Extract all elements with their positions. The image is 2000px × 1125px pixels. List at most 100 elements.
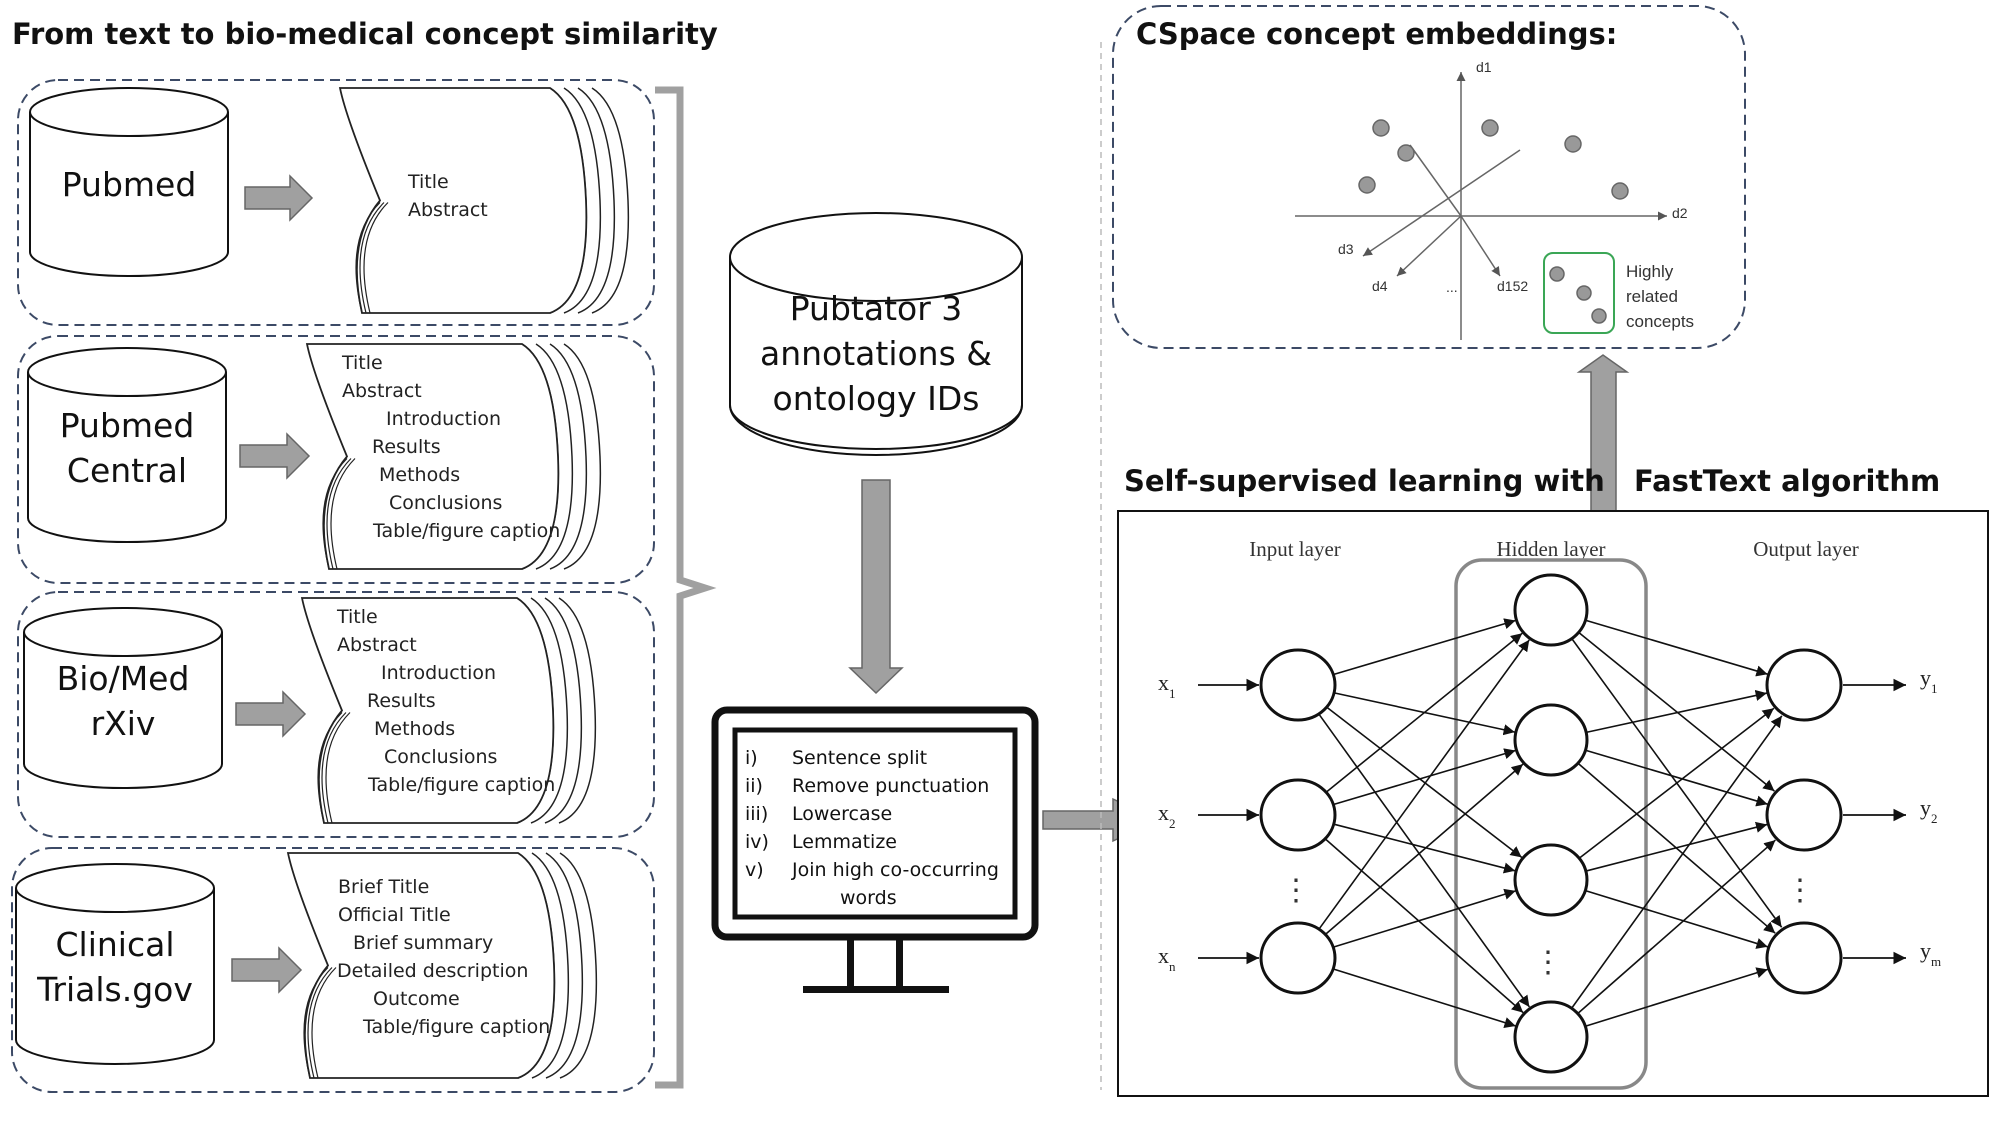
- source-arrow: [231, 946, 303, 994]
- pubtator-line-2: annotations &: [760, 334, 992, 373]
- connection: [1585, 821, 1768, 872]
- output-node: [1765, 921, 1843, 995]
- pubtator-database: Pubtator 3 annotations & ontology IDs: [729, 212, 1023, 456]
- document-icon: [338, 87, 630, 314]
- output-variable: y2: [1920, 795, 1938, 826]
- axis-d152: d152: [1497, 278, 1528, 294]
- output-variable: y1: [1920, 665, 1938, 696]
- document-field: Results: [372, 436, 441, 458]
- document-field: Title: [407, 171, 449, 193]
- connection: [1326, 706, 1523, 859]
- document-field: Abstract: [408, 199, 488, 221]
- hidden-node: [1513, 1000, 1589, 1074]
- embedding-point: [1564, 135, 1582, 153]
- axis-d4: d4: [1372, 278, 1388, 294]
- step-text: Remove punctuation: [792, 775, 989, 797]
- connection: [1579, 707, 1775, 859]
- embedding-point: [1372, 119, 1390, 137]
- down-arrow: [848, 479, 904, 695]
- input-layer-label: Input layer: [1249, 537, 1341, 561]
- axis-ellipsis: ...: [1446, 279, 1458, 295]
- source-panel: PubmedCentralTitleAbstractIntroductionRe…: [17, 335, 655, 584]
- hidden-layer-box: [1454, 558, 1648, 1090]
- source-arrow: [239, 432, 311, 480]
- vertical-ellipsis: ⋮: [1281, 874, 1311, 907]
- embeddings-panel: CSpace concept embeddings: d1 d2 d3 d4 d…: [1112, 5, 1746, 349]
- database-label: Bio/Med: [57, 659, 190, 698]
- document-field: Brief summary: [353, 932, 493, 954]
- connection: [1585, 889, 1768, 949]
- database-label: Clinical: [56, 925, 175, 964]
- highlight-line-2: related: [1626, 287, 1678, 306]
- database-label: Trials.gov: [36, 970, 193, 1009]
- connection: [1333, 618, 1516, 676]
- hidden-node: [1513, 573, 1589, 647]
- document-field: Results: [367, 690, 436, 712]
- database-label: Central: [67, 451, 187, 490]
- embedding-point: [1576, 285, 1592, 301]
- output-node: [1765, 648, 1843, 722]
- step-number: i): [745, 747, 758, 769]
- connection: [1333, 968, 1516, 1028]
- vertical-ellipsis: ⋮: [1785, 874, 1815, 907]
- connection: [1585, 619, 1768, 677]
- highlight-line-3: concepts: [1626, 312, 1694, 331]
- hidden-layer-label: Hidden layer: [1496, 537, 1605, 561]
- step-text: Join high co-occurring: [791, 859, 999, 881]
- document-field: Conclusions: [384, 746, 497, 768]
- document-field: Outcome: [373, 988, 460, 1010]
- hidden-node: [1513, 703, 1589, 777]
- network-title-right: FastText algorithm: [1634, 464, 1940, 498]
- output-variable: ym: [1920, 938, 1941, 969]
- connection: [1325, 763, 1524, 935]
- input-variable: x2: [1158, 800, 1176, 831]
- output-node: [1765, 778, 1843, 852]
- document-field: Introduction: [381, 662, 496, 684]
- step-text: Lemmatize: [792, 831, 897, 853]
- step-number: iv): [745, 831, 769, 853]
- step-number: v): [745, 859, 764, 881]
- document-field: Methods: [374, 718, 455, 740]
- left-title: From text to bio-medical concept similar…: [12, 17, 718, 51]
- source-database: Pubmed: [29, 87, 229, 277]
- connection: [1333, 823, 1516, 874]
- network-title-left: Self-supervised learning with: [1124, 464, 1605, 498]
- input-variable: x1: [1158, 670, 1176, 701]
- connection: [1577, 839, 1776, 1014]
- connection: [1318, 714, 1531, 1008]
- merge-brace: [655, 86, 717, 1089]
- step-continuation: words: [840, 887, 897, 909]
- step-text: Sentence split: [792, 747, 927, 769]
- connection: [1333, 888, 1516, 948]
- axis-d2: d2: [1672, 205, 1688, 221]
- step-number: ii): [745, 775, 763, 797]
- document-field: Introduction: [386, 408, 501, 430]
- document-field: Table/figure caption: [362, 1016, 550, 1038]
- input-node: [1259, 648, 1337, 722]
- neural-network: Input layer Hidden layer Output layer x1 x2 x…: [1158, 537, 1941, 1090]
- step-text: Lowercase: [792, 803, 892, 825]
- database-label: Pubmed: [60, 406, 195, 445]
- source-arrow: [235, 690, 307, 738]
- document-icon: [305, 343, 602, 570]
- connection: [1571, 715, 1783, 1009]
- embedding-point: [1549, 266, 1565, 282]
- database-label: Pubmed: [62, 165, 197, 204]
- embedding-point: [1358, 176, 1376, 194]
- highlight-line-1: Highly: [1626, 262, 1674, 281]
- output-layer-label: Output layer: [1753, 537, 1859, 561]
- document-field: Conclusions: [389, 492, 502, 514]
- input-variable: xn: [1158, 943, 1176, 974]
- document-field: Table/figure caption: [367, 774, 555, 796]
- source-panel: Bio/MedrXivTitleAbstractIntroductionResu…: [17, 591, 655, 838]
- connection: [1585, 749, 1768, 807]
- source-arrow: [244, 174, 314, 222]
- connection: [1319, 639, 1530, 929]
